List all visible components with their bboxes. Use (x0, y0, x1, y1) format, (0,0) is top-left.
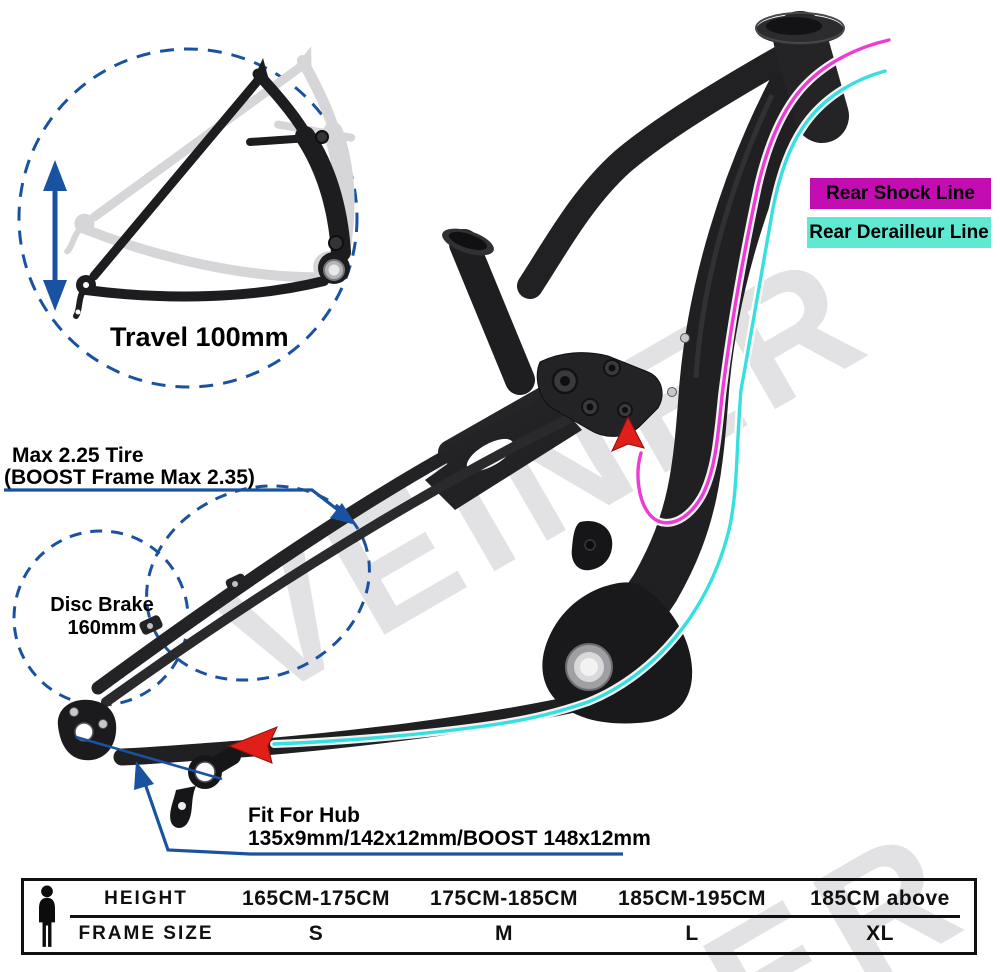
chainstay (113, 691, 601, 766)
size-cell-1: S (308, 922, 324, 946)
size-cell-2: M (495, 922, 513, 946)
max-tire-line2: (BOOST Frame Max 2.35) (4, 466, 255, 489)
frame-size-row-label: FRAME SIZE (78, 923, 214, 945)
travel-label: Travel 100mm (110, 322, 289, 352)
swingarm-details (75, 130, 345, 315)
hub-label: Fit For Hub 135x9mm/142x12mm/BOOST 148x1… (248, 804, 651, 850)
hub-line2: 135x9mm/142x12mm/BOOST 148x12mm (248, 827, 651, 850)
height-cell-3: 185CM-195CM (618, 886, 766, 910)
size-table-grid: HEIGHT 165CM-175CM 175CM-185CM 185CM-195… (70, 881, 974, 952)
cable-lines (270, 36, 893, 748)
bottle-bolt (667, 387, 677, 397)
rear-shock-line (636, 38, 891, 525)
hub-arrowhead (134, 761, 154, 790)
main-frame (57, 11, 849, 828)
person-icon (24, 881, 70, 952)
rear-derailleur-line (272, 69, 887, 746)
hub-line1: Fit For Hub (248, 804, 360, 827)
table-row-divider (70, 914, 960, 918)
tire-arrowhead (330, 503, 356, 525)
table-row-frame-size: FRAME SIZE S M L XL (70, 917, 974, 953)
legend-rear-shock-line: Rear Shock Line (810, 178, 991, 209)
max-tire-label: Max 2.25 Tire (BOOST Frame Max 2.35) (4, 445, 255, 489)
bottle-bolt (680, 333, 690, 343)
height-row-label: HEIGHT (104, 887, 188, 909)
red-arrows (227, 415, 645, 764)
disc-brake-line1: Disc Brake (50, 594, 154, 616)
height-cell-1: 165CM-175CM (242, 886, 390, 910)
table-row-height: HEIGHT 165CM-175CM 175CM-185CM 185CM-195… (70, 881, 974, 917)
disc-brake-label: Disc Brake 160mm (36, 594, 168, 640)
tire-clearance-circle (145, 484, 371, 682)
seatstay-upper (91, 393, 563, 695)
leader-arrowheads (134, 503, 356, 790)
seat-tube (449, 229, 535, 395)
derailleur-line-arrow (227, 726, 278, 764)
height-cell-2: 175CM-185CM (430, 886, 578, 910)
size-cell-3: L (685, 922, 699, 946)
max-tire-line1: Max 2.25 Tire (12, 444, 144, 467)
disc-brake-line2: 160mm (67, 617, 137, 639)
travel-inset-circle (17, 47, 359, 389)
size-cell-4: XL (866, 922, 894, 946)
shock-line-arrow (610, 415, 645, 452)
size-table: HEIGHT 165CM-175CM 175CM-185CM 185CM-195… (21, 878, 977, 955)
seatstay-lower (101, 415, 571, 707)
legend-rear-derailleur-line: Rear Derailleur Line (807, 217, 991, 248)
travel-arrow (43, 160, 67, 311)
height-cell-4: 185CM above (810, 886, 950, 910)
top-tube (517, 39, 805, 299)
